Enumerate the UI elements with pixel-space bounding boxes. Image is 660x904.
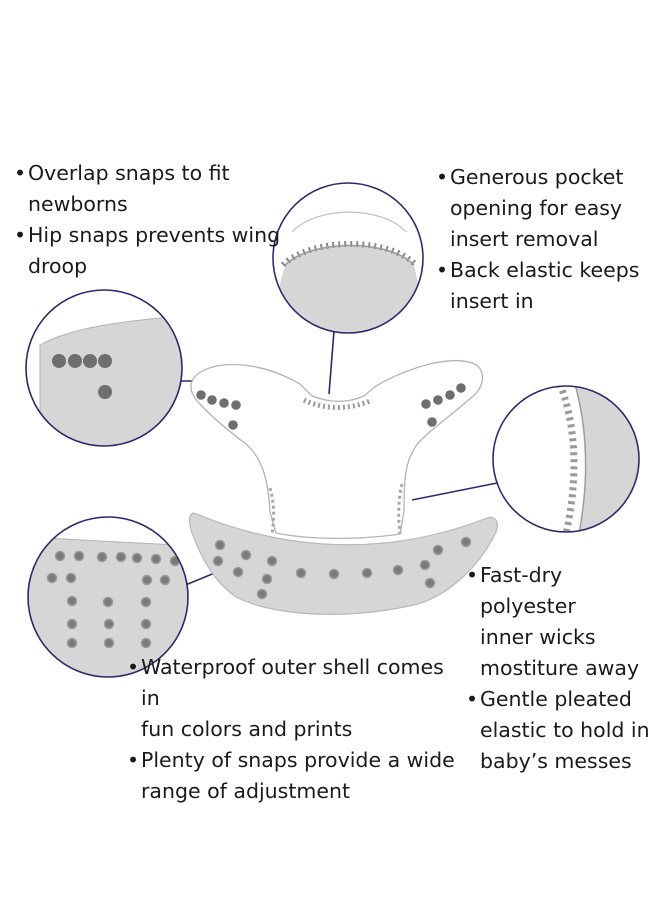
snap — [103, 618, 115, 630]
snap — [445, 390, 455, 400]
detail-circle-hip-snaps — [25, 289, 183, 447]
feature-item: • Overlap snaps to fit newborns — [14, 158, 284, 220]
feature-item: • Generous pocket opening for easy inser… — [436, 162, 651, 255]
detail-circle-pocket-opening — [272, 182, 424, 334]
snap — [261, 573, 273, 585]
snap — [66, 618, 78, 630]
snap — [228, 420, 238, 430]
feature-list-top-left: • Overlap snaps to fit newborns • Hip sn… — [14, 158, 284, 282]
snap — [419, 559, 431, 571]
feature-text: Fast-dry polyester inner wicks mostiture… — [480, 563, 640, 680]
snap — [103, 637, 115, 649]
snap — [66, 595, 78, 607]
snap — [46, 572, 58, 584]
leader-line-top — [328, 330, 335, 395]
snap — [240, 549, 252, 561]
feature-item: • Fast-dry polyester inner wicks mostitu… — [466, 560, 656, 684]
snap — [460, 536, 472, 548]
feature-list-bottom-right: • Fast-dry polyester inner wicks mostitu… — [466, 560, 656, 777]
snap — [207, 395, 217, 405]
feature-item: • Waterproof outer shell comes in fun co… — [127, 652, 457, 745]
feature-item: • Plenty of snaps provide a wide range o… — [127, 745, 457, 807]
snap — [196, 390, 206, 400]
snap — [52, 354, 66, 368]
snap — [68, 354, 82, 368]
snap — [212, 555, 224, 567]
feature-text: Generous pocket opening for easy insert … — [450, 165, 624, 251]
snap — [424, 577, 436, 589]
bullet: • — [127, 748, 140, 772]
bullet: • — [466, 687, 479, 711]
leader-line-right — [411, 482, 498, 501]
back-elastic — [302, 397, 374, 410]
snap — [150, 553, 162, 565]
snap — [131, 552, 143, 564]
snap — [392, 564, 404, 576]
snap — [232, 566, 244, 578]
snap — [295, 567, 307, 579]
snap — [219, 398, 229, 408]
snap — [98, 354, 112, 368]
bullet: • — [436, 258, 449, 282]
snap — [96, 551, 108, 563]
snap — [266, 555, 278, 567]
snap — [54, 550, 66, 562]
feature-text: Overlap snaps to fit newborns — [28, 161, 230, 216]
snap — [140, 596, 152, 608]
bullet: • — [14, 223, 27, 247]
snap — [102, 596, 114, 608]
bullet: • — [436, 165, 449, 189]
snap — [140, 618, 152, 630]
snap — [427, 417, 437, 427]
wing-snaps — [196, 383, 466, 430]
snap — [159, 574, 171, 586]
bullet: • — [466, 563, 479, 587]
snap — [214, 539, 226, 551]
bullet: • — [127, 655, 140, 679]
snap — [83, 354, 97, 368]
feature-list-bottom-left: • Waterproof outer shell comes in fun co… — [127, 652, 457, 807]
feature-text: Plenty of snaps provide a wide range of … — [141, 748, 455, 803]
detail-circle-pleated-elastic — [492, 385, 640, 533]
diaper-inner-body — [190, 360, 484, 540]
snap — [433, 395, 443, 405]
snap — [432, 544, 444, 556]
feature-text: Waterproof outer shell comes in fun colo… — [141, 655, 444, 741]
shell-snaps — [212, 536, 472, 600]
snap — [140, 637, 152, 649]
snap — [328, 568, 340, 580]
feature-item: • Gentle pleated elastic to hold in baby… — [466, 684, 656, 777]
detail-circle-shell-snaps — [27, 516, 189, 678]
snap — [73, 550, 85, 562]
snap — [98, 385, 112, 399]
snap — [231, 400, 241, 410]
snap — [141, 574, 153, 586]
snap — [361, 567, 373, 579]
diaper-outer-shell — [188, 512, 498, 615]
feature-text: Hip snaps prevents wing droop — [28, 223, 281, 278]
snap — [456, 383, 466, 393]
feature-item: • Back elastic keeps insert in — [436, 255, 651, 317]
feature-item: • Hip snaps prevents wing droop — [14, 220, 284, 282]
snap — [256, 588, 268, 600]
feature-text: Gentle pleated elastic to hold in baby’s… — [480, 687, 650, 773]
snap — [115, 551, 127, 563]
snap — [421, 399, 431, 409]
feature-text: Back elastic keeps insert in — [450, 258, 640, 313]
snap — [66, 637, 78, 649]
feature-list-top-right: • Generous pocket opening for easy inser… — [436, 162, 651, 317]
snap — [65, 572, 77, 584]
bullet: • — [14, 161, 27, 185]
